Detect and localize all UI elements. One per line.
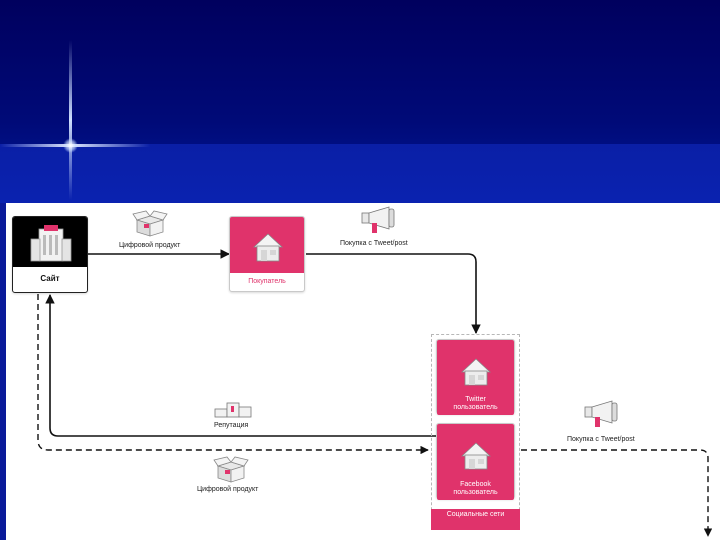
edge-buyer-to-twitter [306, 253, 481, 334]
box-icon [213, 456, 249, 483]
box-icon [132, 210, 168, 237]
slide-edge [0, 203, 6, 540]
megaphone-icon [584, 400, 618, 427]
edge-label-social-out: Покупка с Tweet/post [567, 436, 635, 443]
node-twitter-user: Twitter пользователь [436, 339, 515, 415]
sparkle-vertical [69, 40, 72, 200]
node-site-label: Сайт [40, 274, 60, 283]
edge-label-buyer-to-twitter: Покупка с Tweet/post [340, 240, 408, 247]
house-icon [460, 358, 492, 386]
node-twitter-label: Twitter пользователь [453, 396, 498, 411]
edge-label-site-to-buyer: Цифровой продукт [119, 242, 181, 249]
node-facebook-user: Facebook пользователь [436, 423, 515, 500]
node-buyer-label: Покупатель [248, 278, 286, 285]
node-buyer: Покупатель [229, 216, 305, 292]
megaphone-icon [361, 206, 395, 233]
diagram-canvas [6, 203, 720, 540]
house-icon [252, 233, 284, 262]
node-facebook-label: Facebook пользователь [453, 481, 498, 496]
slide-band [0, 144, 720, 203]
edge-label-site-to-social: Цифровой продукт [197, 486, 259, 493]
sparkle-icon [63, 138, 78, 153]
edge-site-to-social [37, 294, 429, 455]
house-icon [460, 442, 492, 470]
edge-label-reputation: Репутация [214, 422, 249, 429]
group-social-label: Социальные сети [431, 509, 520, 530]
edge-social-to-site [45, 294, 436, 437]
building-icon [30, 225, 72, 262]
node-site: Сайт [12, 216, 88, 293]
podium-icon [214, 402, 252, 418]
edge-social-out [521, 449, 713, 537]
